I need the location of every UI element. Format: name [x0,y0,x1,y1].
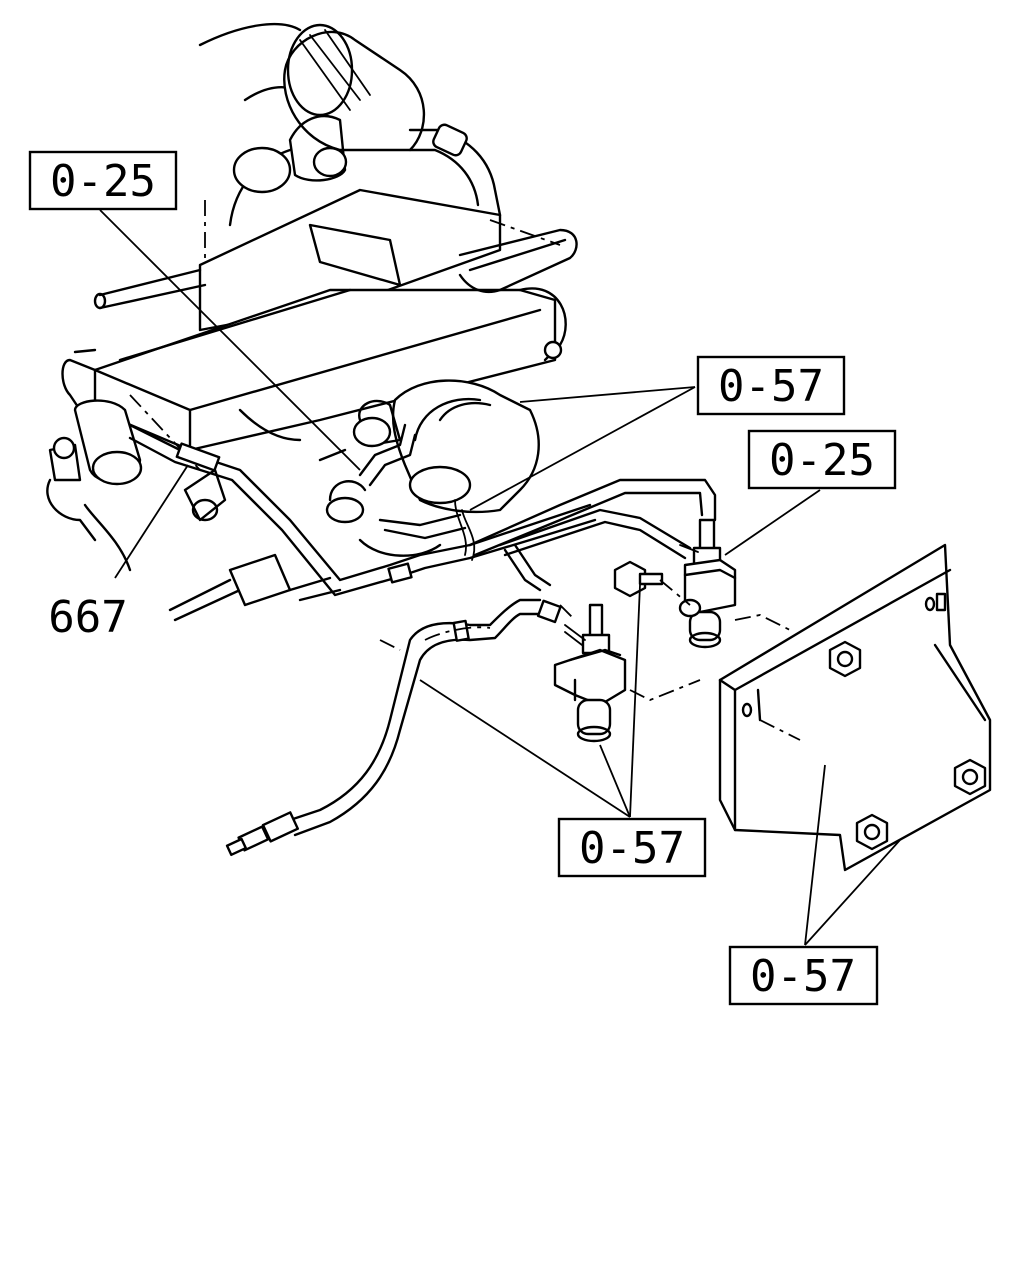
callout-0-57-bottom: 0-57 [728,945,879,1006]
solenoid-valve-lower [553,603,627,743]
callout-0-25-right: 0-25 [747,429,897,490]
mounting-bracket [629,543,992,872]
callout-label: 0-25 [50,156,156,207]
callout-label: 0-57 [718,361,824,412]
vacuum-hoses [128,228,717,857]
nut-top [828,640,862,678]
bolt-upper [613,560,702,618]
callout-label: 0-57 [579,823,685,874]
nut-right [953,758,987,796]
nut-bottom [855,813,889,851]
callout-0-57-middle: 0-57 [557,817,707,878]
part-number-label: 667 [48,592,127,643]
elbow-assembly [325,379,540,557]
engine-assembly [46,22,567,622]
solenoid-valve-upper [679,518,737,649]
callout-label: 0-57 [750,951,856,1002]
callout-0-57-upper-right: 0-57 [696,355,846,416]
callout-0-25-top-left: 0-25 [28,150,178,211]
leader-lines [99,209,901,946]
callout-label: 0-25 [769,435,875,486]
